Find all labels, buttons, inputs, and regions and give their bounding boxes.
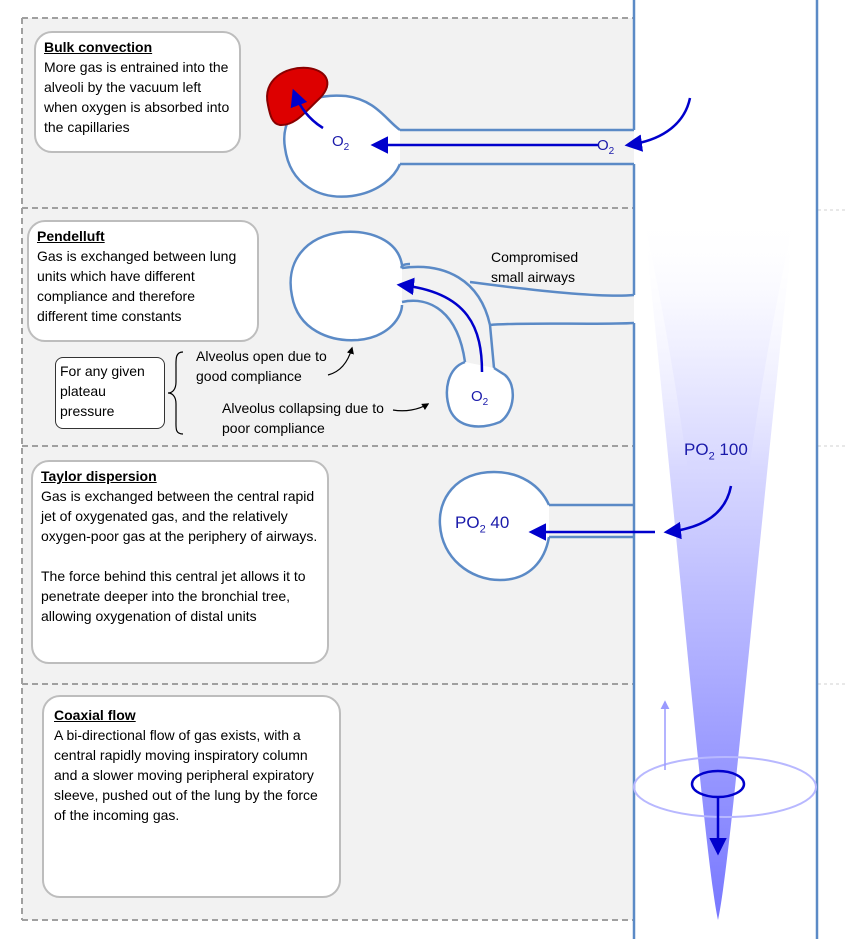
po2-alveolus-label: PO2 40 [455, 513, 510, 536]
expiratory-sleeve-ring [633, 756, 817, 818]
central-jet-cone-fill [645, 230, 793, 920]
plateau-pressure-box: For any given plateau pressure [55, 357, 165, 429]
taylor-curve-arrow [663, 485, 733, 540]
o2-label-bulk-airway: O2 [597, 137, 615, 157]
pendelluft-large-alveolus [289, 230, 404, 342]
alveolus-collapsing-label: Alveolus collapsing due to poor complian… [222, 400, 384, 436]
curly-brace [167, 351, 184, 435]
pendelluft-small-alveolus [445, 360, 514, 428]
main-airway-walls [632, 0, 819, 939]
taylor-dispersion-box: Taylor dispersion Gas is exchanged betwe… [31, 460, 329, 664]
bulk-alveolus [283, 94, 634, 198]
plateau-pressure-label: For any given plateau pressure [60, 363, 145, 419]
bulk-inflow-curve-arrow [624, 97, 692, 152]
bulk-convection-box: Bulk convection More gas is entrained in… [34, 31, 241, 153]
coaxial-flow-box: Coaxial flow A bi-directional flow of ga… [42, 695, 341, 898]
o2-label-bulk-alveolus: O2 [332, 133, 350, 153]
coaxial-flow-body: A bi-directional flow of gas exists, wit… [54, 727, 318, 823]
section-divider-extensions [818, 209, 845, 685]
bulk-convection-title: Bulk convection [44, 39, 153, 55]
po2-airway-value: 100 [719, 440, 748, 459]
coaxial-flow-title: Coaxial flow [54, 707, 136, 723]
pendelluft-box: Pendelluft Gas is exchanged between lung… [27, 220, 259, 342]
open-pointer-arrow [327, 346, 354, 376]
compromised-airways-label: Compromised small airways [491, 249, 579, 285]
panel-frame [21, 17, 634, 921]
pendelluft-body: Gas is exchanged between lung units whic… [37, 248, 237, 324]
pendelluft-title: Pendelluft [37, 228, 105, 244]
pendelluft-duct [400, 262, 635, 369]
taylor-dispersion-body: Gas is exchanged between the central rap… [41, 488, 318, 624]
pendelluft-flow-arrow [396, 277, 484, 373]
collapse-pointer-arrow [392, 403, 430, 412]
alveolus-open-label: Alveolus open due to good compliance [196, 348, 327, 384]
po2-alveolus-value: 40 [490, 513, 510, 532]
taylor-dispersion-title: Taylor dispersion [41, 468, 157, 484]
absorption-arrow [290, 88, 324, 130]
po2-airway-label: PO2 100 [684, 440, 748, 463]
bulk-convection-body: More gas is entrained into the alveoli b… [44, 59, 230, 135]
o2-label-pendelluft: O2 [471, 388, 489, 408]
